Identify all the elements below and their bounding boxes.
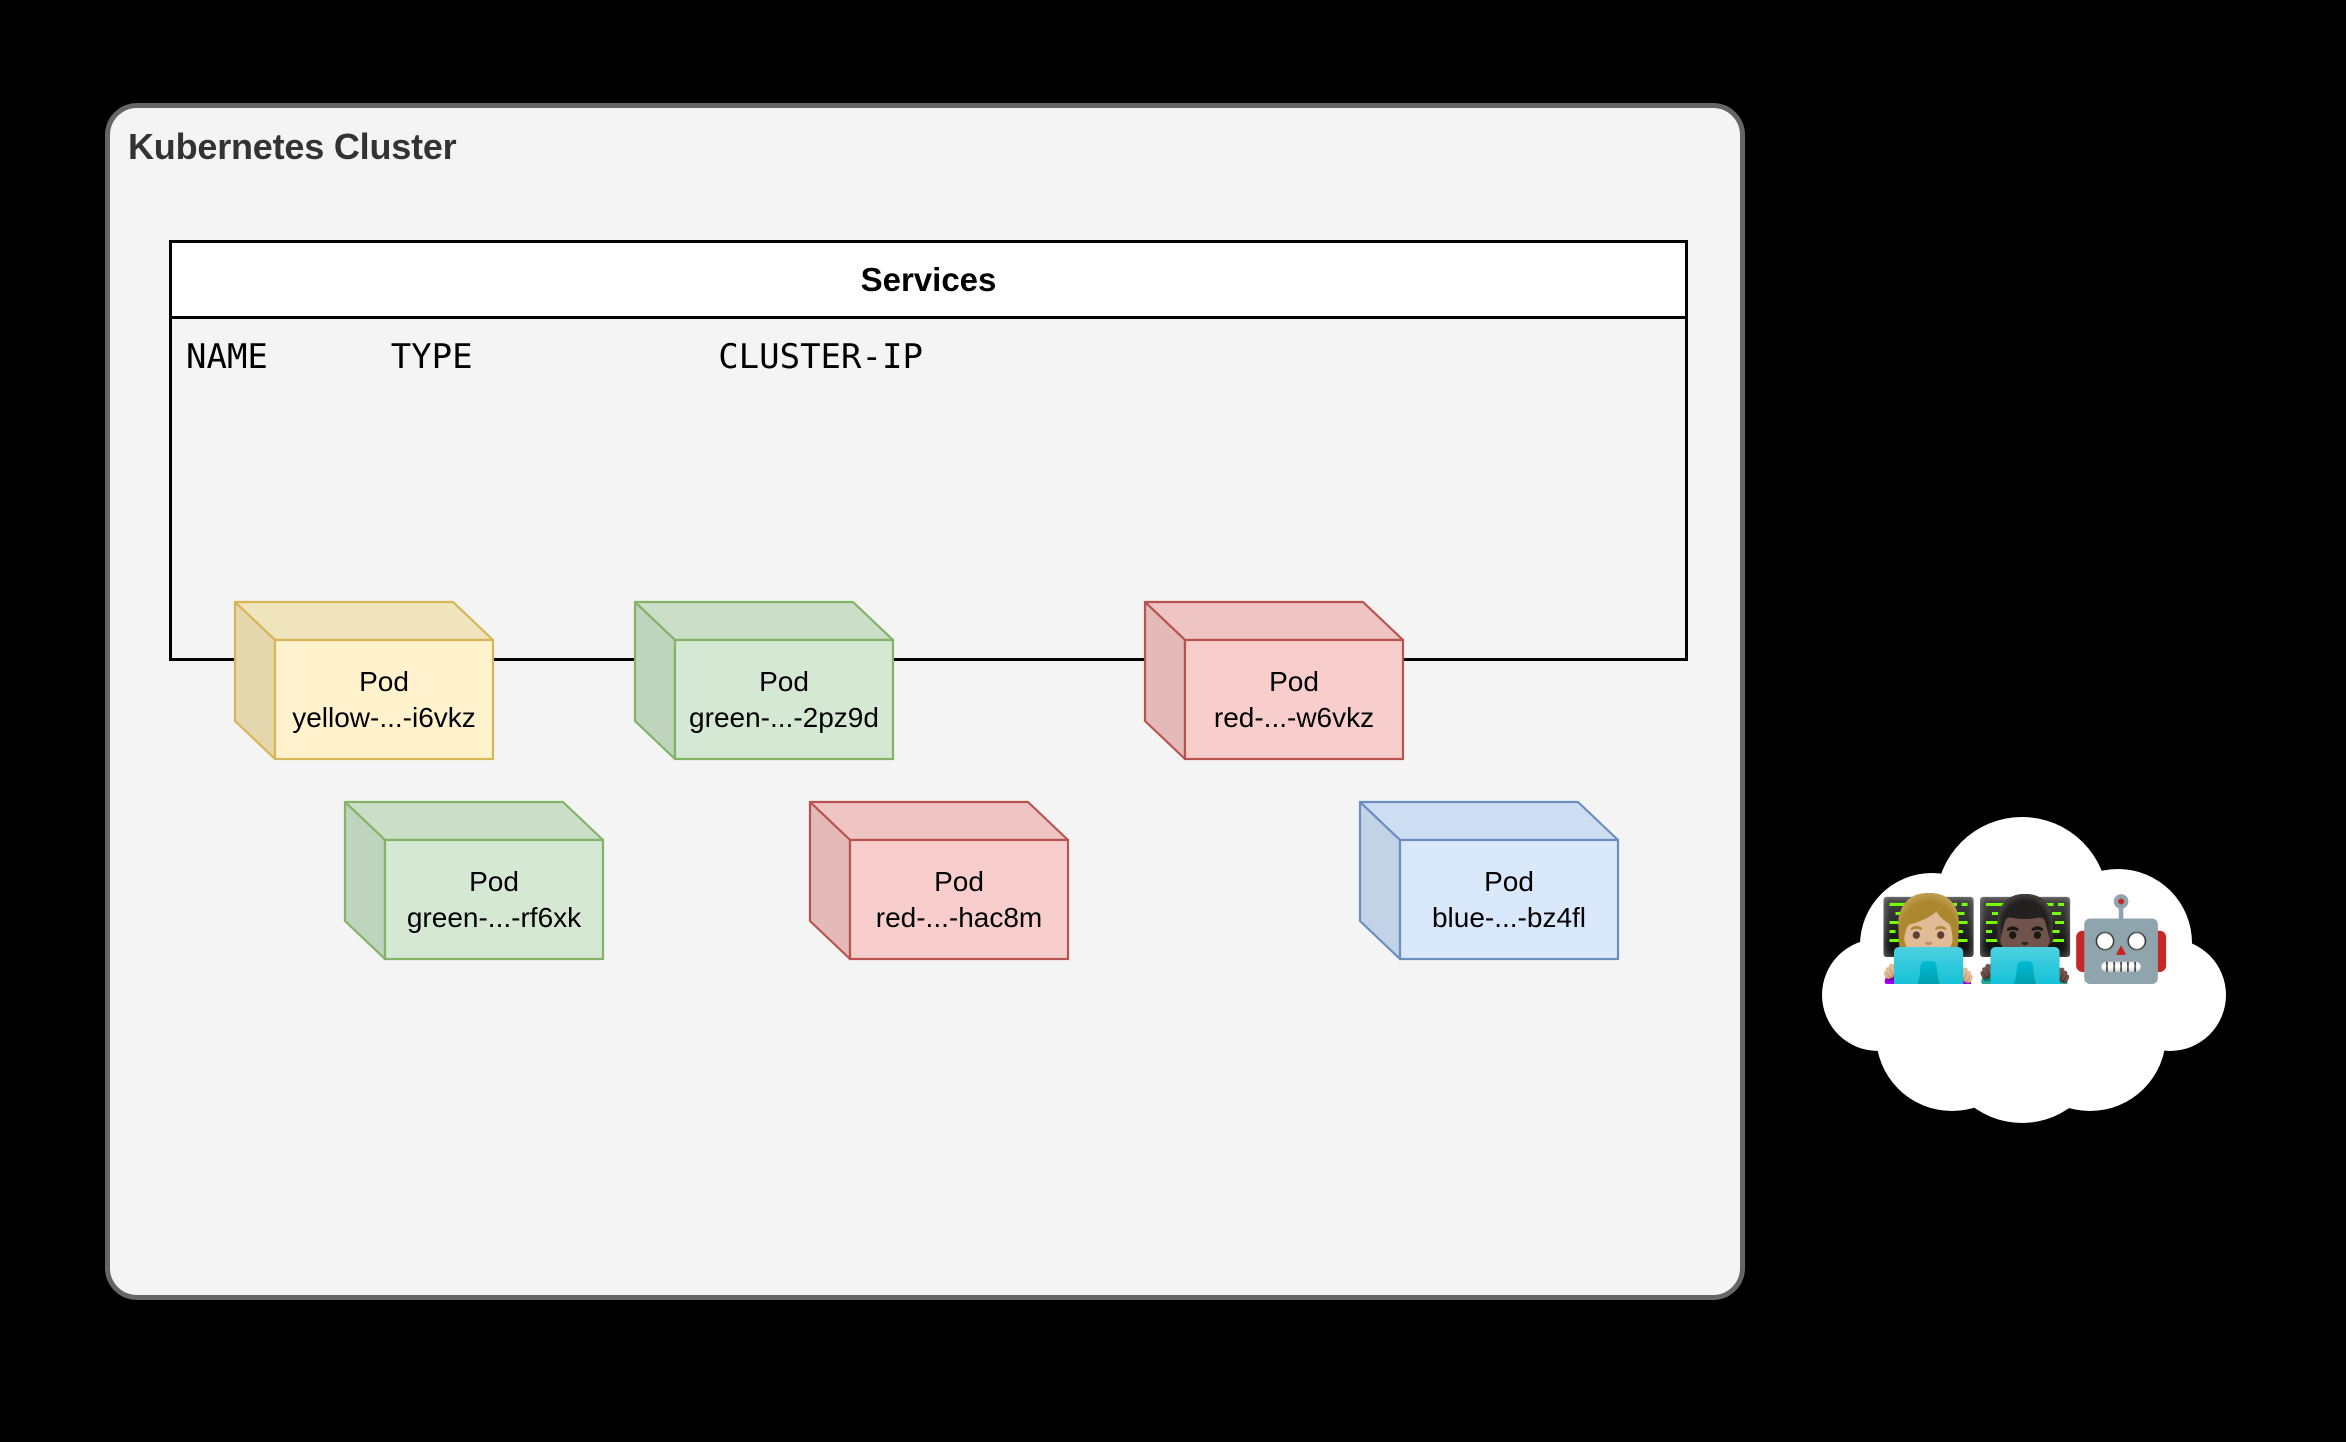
cluster-title: Kubernetes Cluster bbox=[128, 126, 457, 167]
pod-green-rf6xk[interactable]: Pod green-...-rf6xk bbox=[343, 800, 605, 961]
services-table-title: Services bbox=[860, 260, 997, 298]
pod-red-hac8m[interactable]: Pod red-...-hac8m bbox=[808, 800, 1070, 961]
pod-yellow-i6vkz[interactable]: Pod yellow-...-i6vkz bbox=[233, 600, 495, 761]
services-column-headers: NAME TYPE CLUSTER-IP bbox=[186, 337, 923, 377]
robot-emoji: 🤖 bbox=[2070, 892, 2172, 987]
woman-technologist-emoji: 👩🏼‍💻 bbox=[1877, 892, 1980, 987]
pod-red-w6vkz[interactable]: Pod red-...-w6vkz bbox=[1143, 600, 1405, 761]
services-table-header: Services bbox=[172, 243, 1685, 319]
cloud-emoji-row: 👩🏼‍💻👨🏿‍💻🤖 bbox=[1812, 899, 2232, 981]
services-table: Services NAME TYPE CLUSTER-IP bbox=[169, 240, 1688, 661]
services-table-body: NAME TYPE CLUSTER-IP bbox=[172, 319, 1685, 661]
users-cloud-group: 👩🏼‍💻👨🏿‍💻🤖 bbox=[1812, 795, 2232, 1125]
pod-blue-bz4fl[interactable]: Pod blue-...-bz4fl bbox=[1358, 800, 1620, 961]
cloud-shape-icon bbox=[1812, 795, 2232, 1125]
kubernetes-cluster-panel: Kubernetes Cluster Services NAME TYPE CL… bbox=[105, 103, 1745, 1300]
man-technologist-emoji: 👨🏿‍💻 bbox=[1973, 892, 2076, 987]
pod-green-2pz9d[interactable]: Pod green-...-2pz9d bbox=[633, 600, 895, 761]
